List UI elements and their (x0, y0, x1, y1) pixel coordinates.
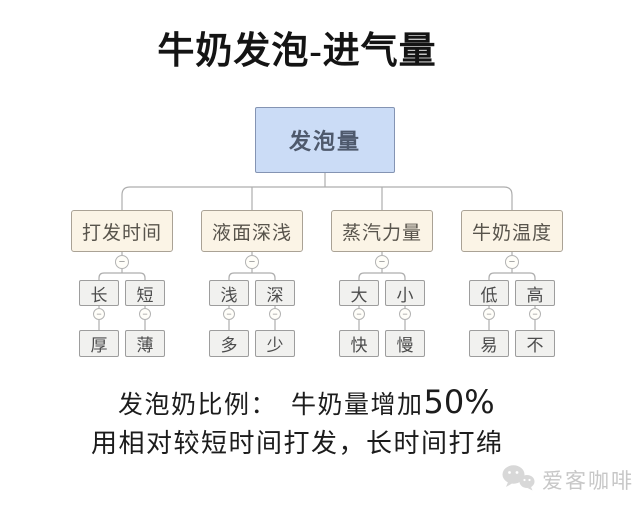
node-thin: 薄 (125, 330, 165, 357)
node-whipping-time: 打发时间 (71, 210, 173, 252)
node-deep: 深 (255, 280, 295, 306)
collapse-icon[interactable]: − (399, 308, 411, 320)
collapse-icon[interactable]: − (353, 308, 365, 320)
collapse-icon[interactable]: − (505, 255, 519, 269)
collapse-icon[interactable]: − (269, 308, 281, 320)
caption-ratio-label: 发泡奶比例： (118, 392, 278, 419)
node-more: 多 (209, 330, 249, 357)
node-not: 不 (515, 330, 555, 357)
collapse-icon[interactable]: − (115, 255, 129, 269)
node-short: 短 (125, 280, 165, 306)
caption-ratio-text: 牛奶量增加 (291, 392, 424, 419)
node-milk-temperature: 牛奶温度 (461, 210, 563, 252)
caption-percentage: 50% (423, 383, 495, 421)
node-easy: 易 (469, 330, 509, 357)
collapse-icon[interactable]: − (139, 308, 151, 320)
wechat-icon (501, 464, 535, 496)
watermark: 爱客咖啡 (501, 464, 634, 496)
node-big: 大 (339, 280, 379, 306)
collapse-icon[interactable]: − (93, 308, 105, 320)
caption-line-1: 发泡奶比例： 牛奶量增加50% (118, 383, 495, 421)
collapse-icon[interactable]: − (375, 255, 389, 269)
watermark-label: 爱客咖啡 (542, 470, 634, 493)
collapse-icon[interactable]: − (223, 308, 235, 320)
node-surface-depth: 液面深浅 (201, 210, 303, 252)
caption-line-2: 用相对较短时间打发，长时间打绵 (91, 429, 504, 458)
node-foam-amount: 发泡量 (255, 107, 395, 173)
node-high: 高 (515, 280, 555, 306)
page-title: 牛奶发泡-进气量 (157, 31, 437, 72)
node-steam-power: 蒸汽力量 (331, 210, 433, 252)
node-slow: 慢 (385, 330, 425, 357)
collapse-icon[interactable]: − (529, 308, 541, 320)
node-less: 少 (255, 330, 295, 357)
node-low: 低 (469, 280, 509, 306)
collapse-icon[interactable]: − (483, 308, 495, 320)
node-thick: 厚 (79, 330, 119, 357)
node-shallow: 浅 (209, 280, 249, 306)
collapse-icon[interactable]: − (245, 255, 259, 269)
node-small: 小 (385, 280, 425, 306)
node-fast: 快 (339, 330, 379, 357)
node-long: 长 (79, 280, 119, 306)
